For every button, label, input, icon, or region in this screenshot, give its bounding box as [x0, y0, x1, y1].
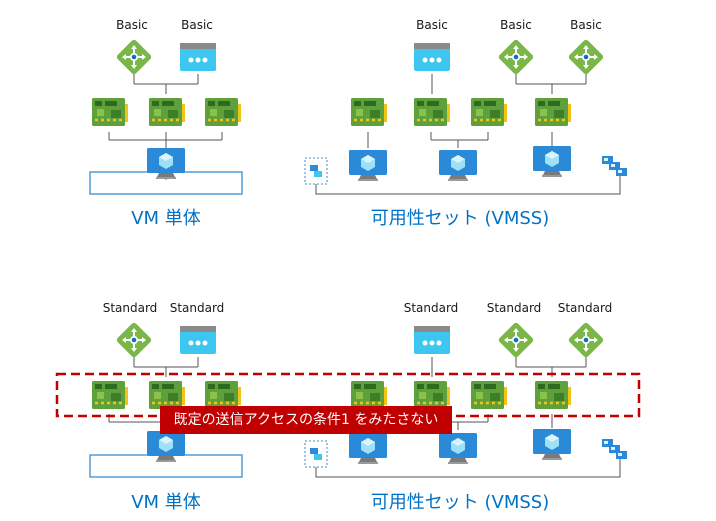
- lb-sku-label: Standard: [102, 301, 158, 315]
- caption-single-vm: VM 単体: [131, 492, 201, 513]
- network-interface-icon: [533, 96, 573, 128]
- lb-sku-label: Basic: [500, 18, 532, 32]
- network-interface-icon: [349, 96, 389, 128]
- load-balancer-icon: [114, 37, 154, 77]
- lb-sku-label: Basic: [570, 18, 602, 32]
- virtual-machine-icon: [439, 433, 477, 464]
- pip-sku-label: Standard: [169, 301, 225, 315]
- pip-sku-label: Basic: [181, 18, 213, 32]
- public-ip-icon: [180, 326, 216, 354]
- load-balancer-icon: [566, 37, 606, 77]
- load-balancer-icon: [496, 37, 536, 77]
- public-ip-icon: [180, 43, 216, 71]
- lb-sku-label: Standard: [557, 301, 613, 315]
- network-interface-icon: [90, 96, 130, 128]
- network-interface-icon: [469, 96, 509, 128]
- caption-availability-set: 可用性セット (VMSS): [370, 208, 550, 229]
- availability-set-icon: [602, 439, 627, 459]
- load-balancer-icon: [566, 320, 606, 360]
- bottom-section: [55, 320, 641, 478]
- network-interface-icon: [203, 379, 243, 411]
- load-balancer-icon: [496, 320, 536, 360]
- virtual-machine-icon: [147, 148, 185, 179]
- lb-sku-label: Basic: [116, 18, 148, 32]
- virtual-machine-icon: [533, 429, 571, 460]
- virtual-machine-icon: [439, 150, 477, 181]
- availability-set-icon: [304, 440, 328, 468]
- public-ip-icon: [414, 326, 450, 354]
- network-interface-icon: [412, 379, 452, 411]
- virtual-machine-icon: [147, 431, 185, 462]
- availability-set-icon: [602, 156, 627, 176]
- pip-sku-label: Standard: [403, 301, 459, 315]
- lb-sku-label: Standard: [486, 301, 542, 315]
- virtual-machine-icon: [533, 146, 571, 177]
- network-interface-icon: [147, 379, 187, 411]
- pip-sku-label: Basic: [416, 18, 448, 32]
- network-interface-icon: [349, 379, 389, 411]
- public-ip-icon: [414, 43, 450, 71]
- virtual-machine-icon: [349, 150, 387, 181]
- network-interface-icon: [203, 96, 243, 128]
- network-interface-icon: [147, 96, 187, 128]
- network-interface-icon: [533, 379, 573, 411]
- load-balancer-icon: [114, 320, 154, 360]
- caption-availability-set: 可用性セット (VMSS): [370, 492, 550, 513]
- network-interface-icon: [412, 96, 452, 128]
- network-interface-icon: [90, 379, 130, 411]
- caption-single-vm: VM 単体: [131, 208, 201, 229]
- network-interface-icon: [469, 379, 509, 411]
- availability-set-icon: [304, 157, 328, 185]
- top-section: [89, 37, 627, 195]
- warning-banner: 既定の送信アクセスの条件1 をみたさない: [160, 406, 452, 434]
- virtual-machine-icon: [349, 433, 387, 464]
